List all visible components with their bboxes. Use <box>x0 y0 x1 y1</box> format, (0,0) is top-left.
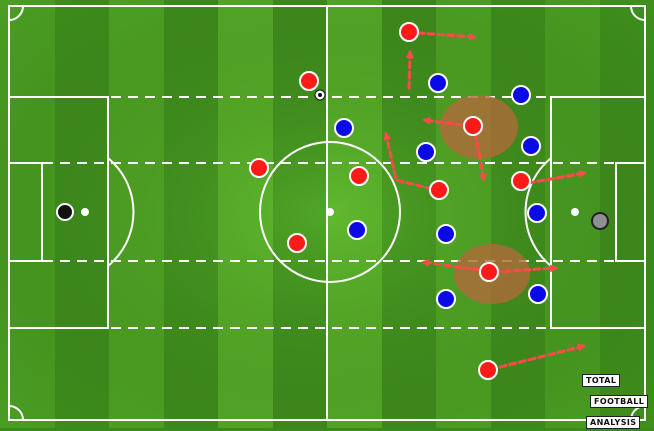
logo-line-1: TOTAL <box>582 374 621 387</box>
movement-arrow <box>526 170 587 185</box>
corner-arc-bottom-left <box>8 405 24 421</box>
logo-line-3: ANALYSIS <box>586 416 641 429</box>
goalkeeper-left <box>56 203 74 221</box>
blue-player <box>528 284 548 304</box>
movement-arrow <box>405 50 414 90</box>
blue-player <box>527 203 547 223</box>
movement-arrow <box>416 31 477 41</box>
ball <box>314 89 326 101</box>
logo-line-2: FOOTBALL <box>590 395 649 408</box>
corner-arc-top-right <box>630 5 646 21</box>
right-penalty-spot <box>571 208 579 216</box>
blue-player <box>334 118 354 138</box>
corner-arc-top-left <box>8 5 24 21</box>
total-football-analysis-logo: TOTAL FOOTBALL ANALYSIS <box>582 368 649 431</box>
movement-arrow <box>492 264 558 274</box>
blue-player <box>347 220 367 240</box>
movement-arrow <box>421 258 482 272</box>
center-spot <box>326 208 334 216</box>
blue-player <box>436 224 456 244</box>
red-player <box>463 116 483 136</box>
left-penalty-spot <box>81 208 89 216</box>
blue-player <box>436 289 456 309</box>
movement-arrows <box>383 31 587 369</box>
movement-arrow <box>383 132 434 191</box>
movement-arrow <box>498 343 586 369</box>
right-penalty-arc <box>524 157 552 267</box>
red-player <box>349 166 369 186</box>
left-penalty-arc <box>107 157 135 267</box>
dashed-channel-lines <box>9 96 645 329</box>
red-player <box>429 180 449 200</box>
red-team <box>249 22 531 380</box>
red-player <box>249 158 269 178</box>
blue-player <box>511 85 531 105</box>
left-six-yard-box <box>8 162 43 262</box>
red-player <box>479 262 499 282</box>
blue-player <box>416 142 436 162</box>
red-player <box>511 171 531 191</box>
center-circle <box>259 141 401 283</box>
movement-arrow <box>473 131 487 182</box>
blue-player <box>521 136 541 156</box>
blue-player <box>428 73 448 93</box>
red-player <box>399 22 419 42</box>
movement-arrow <box>422 116 474 128</box>
red-player <box>478 360 498 380</box>
red-player <box>299 71 319 91</box>
blue-team <box>334 73 548 309</box>
goalkeeper-right <box>591 212 609 230</box>
red-player <box>287 233 307 253</box>
